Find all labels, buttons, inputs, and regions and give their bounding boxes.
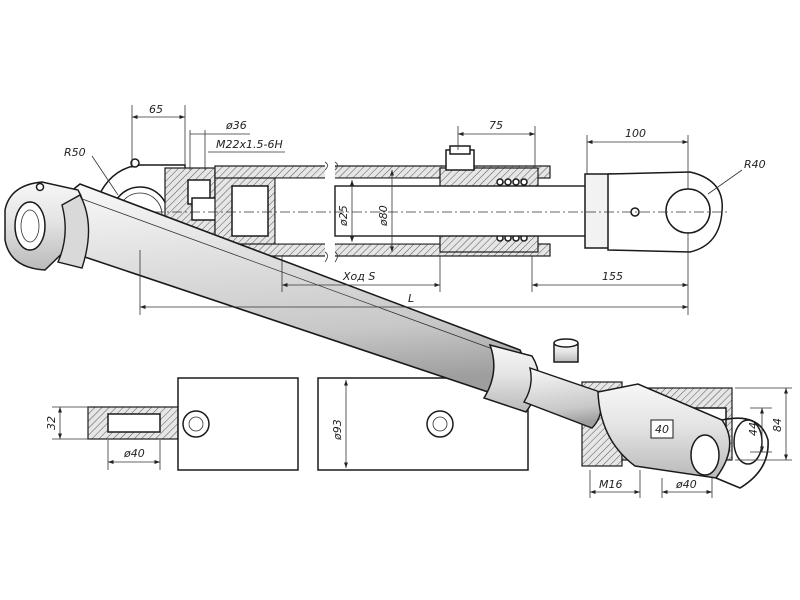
bottom-pin <box>182 410 210 438</box>
dim-dia25: ø25 <box>337 205 350 227</box>
piston-core <box>231 185 269 237</box>
dim-thread: M22x1.5-6H <box>216 138 283 151</box>
dim-100: 100 <box>625 127 646 140</box>
cylinder-3d-view: 40 <box>4 181 769 489</box>
bottom-rear-clevis <box>87 406 179 440</box>
dim-65: 65 <box>149 103 163 116</box>
bottom-rear-clevis-inner <box>107 413 161 433</box>
dim-r40: R40 <box>744 158 766 171</box>
gland-port-cap <box>449 145 471 155</box>
dim-32: 32 <box>45 416 58 430</box>
dim-75: 75 <box>489 119 503 132</box>
dim-stroke: Ход S <box>342 270 375 283</box>
dimension-annotations: 65 ø36 M22x1.5-6H R50 75 100 R40 ø25 ø80 <box>45 103 792 498</box>
clevis-width-label-box <box>650 419 674 439</box>
rod-clevis-bore-front <box>690 434 720 476</box>
grease-nipple <box>130 158 140 168</box>
dim-dia36: ø36 <box>225 119 247 132</box>
dim-84: 84 <box>771 418 784 432</box>
dim-dia93: ø93 <box>331 419 344 441</box>
clevis-width-label: 40 <box>655 423 669 436</box>
piston-rod-top <box>334 185 591 237</box>
rear-grease-3d <box>35 182 45 192</box>
port-fitting-lower <box>191 197 217 221</box>
dim-44: 44 <box>747 422 760 436</box>
rod-end-bore <box>665 188 711 234</box>
dim-dia80: ø80 <box>377 205 390 227</box>
front-gland-3d <box>482 343 540 413</box>
rod-seals <box>496 178 528 242</box>
top-sectional-view <box>94 145 730 264</box>
dim-dia40-right: ø40 <box>675 478 697 491</box>
dim-155: 155 <box>602 270 623 283</box>
dim-dia40-left: ø40 <box>123 447 145 460</box>
bottom-port <box>426 410 454 438</box>
rear-clevis-bore-3d <box>14 201 46 251</box>
piston-rod-3d <box>522 366 603 429</box>
dim-r50: R50 <box>64 146 86 159</box>
dim-length: L <box>408 292 414 305</box>
dim-m16: M16 <box>599 478 623 491</box>
rear-collar-3d <box>57 194 90 269</box>
